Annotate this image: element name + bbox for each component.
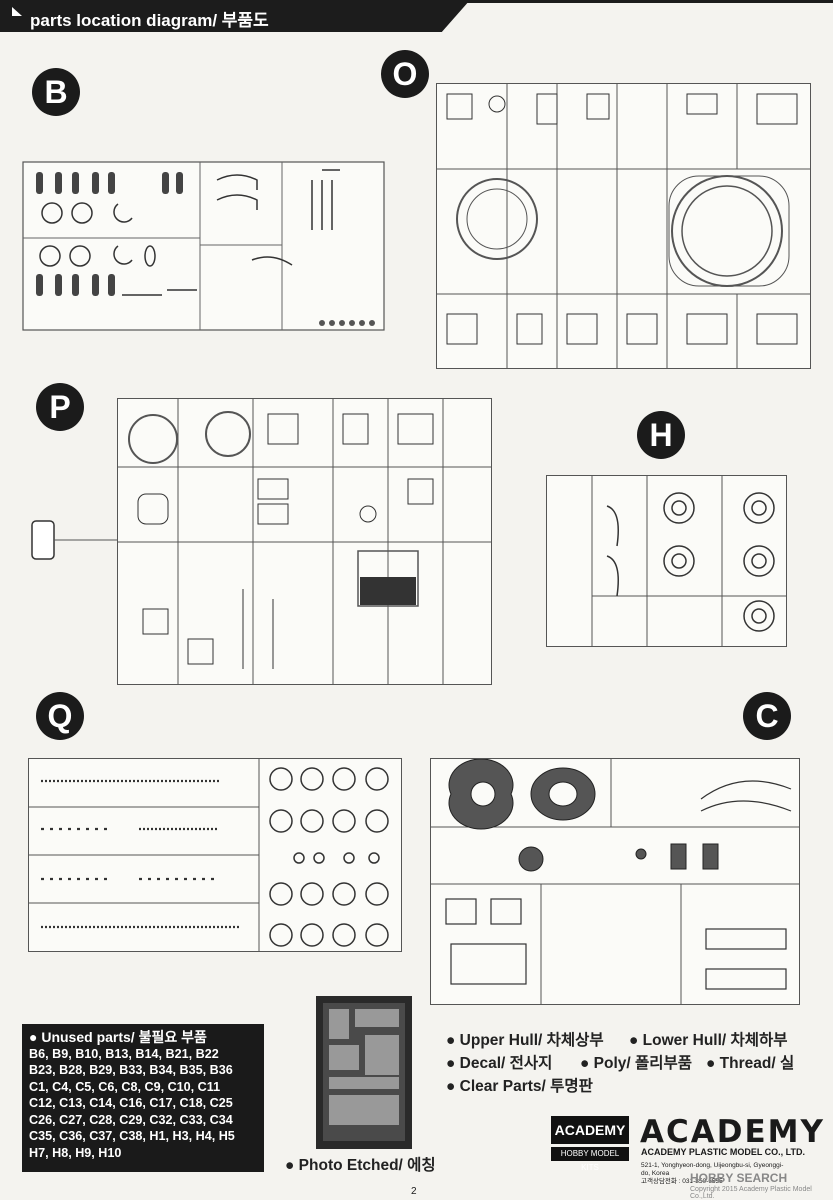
legend-thread: ● Thread/ 실 [706,1055,795,1072]
address-line: 521-1, Yonghyeon-dong, Uijeongbu-si, Gye… [641,1162,784,1177]
sprue-c-drawing [431,759,799,1004]
sprue-b-diagram [22,150,385,343]
sprue-p-diagram [117,398,492,685]
page-title: parts location diagram/ 부품도 [30,11,269,30]
legend-decal: ● Decal/ 전사지 [446,1055,553,1072]
sprue-o-drawing [437,84,810,368]
sprue-b-drawing [22,161,385,331]
legend-photo-etched: ● Photo Etched/ 에칭 [285,1157,436,1174]
unused-parts-line: C12, C13, C14, C16, C17, C18, C25 [29,1096,233,1110]
unused-parts-line: C1, C4, C5, C6, C8, C9, C10, C11 [29,1079,221,1094]
sprue-p-drawing [118,399,491,684]
photo-etched-sheet [316,996,412,1149]
sprue-letter-h: H [637,411,685,459]
unused-parts-line: H7, H8, H9, H10 [29,1145,122,1160]
unused-parts-line: C26, C27, C28, C29, C32, C33, C34 [29,1112,233,1127]
header-arrow-icon [12,7,22,16]
sprue-h-diagram [546,475,787,647]
small-logo-text: ACADEMY [551,1116,629,1144]
small-logo-subtext: HOBBY MODEL KITS [551,1147,629,1172]
header-bar [0,0,470,32]
sprue-q-drawing [29,759,389,951]
unused-parts-line: B6, B9, B10, B13, B14, B21, B22 [29,1046,219,1061]
header-stripe [438,0,833,3]
unused-parts-line: C35, C36, C37, C38, H1, H3, H4, H5 [29,1129,235,1143]
academy-logo: ACADEMY [640,1114,825,1150]
sprue-letter-o: O [381,50,429,98]
copyright: Copyright 2015 Academy Plastic Model Co.… [690,1186,812,1200]
page-number: 2 [411,1186,417,1197]
watermark: HOBBY SEARCH [690,1171,788,1185]
legend-lower-hull: ● Lower Hull/ 차체하부 [629,1032,788,1049]
sprue-h-drawing [591,476,786,646]
unused-parts-box: ● Unused parts/ 불필요 부품 B6, B9, B10, B13,… [22,1024,264,1172]
legend-upper-hull: ● Upper Hull/ 차체상부 [446,1032,604,1049]
phone-line: 고객상담전화 : 031-850-6555 [641,1178,723,1185]
sprue-letter-q: Q [36,692,84,740]
sprue-c-diagram [430,758,800,1005]
legend-clear-parts: ● Clear Parts/ 투명판 [446,1078,593,1095]
academy-small-logo: ACADEMY HOBBY MODEL KITS [551,1116,629,1172]
sprue-q-diagram [28,758,402,952]
sprue-p-external-part [31,520,118,560]
sprue-letter-p: P [36,383,84,431]
legend-poly: ● Poly/ 폴리부품 [580,1055,693,1072]
company-address: 521-1, Yonghyeon-dong, Uijeongbu-si, Gye… [641,1162,791,1186]
company-name: ACADEMY PLASTIC MODEL CO., LTD. [641,1147,806,1157]
unused-parts-title: ● Unused parts/ 불필요 부품 [29,1029,207,1045]
sprue-letter-c: C [743,692,791,740]
unused-parts-line: B23, B28, B29, B33, B34, B35, B36 [29,1063,233,1077]
sprue-letter-b: B [32,68,80,116]
sprue-o-diagram [436,83,811,369]
